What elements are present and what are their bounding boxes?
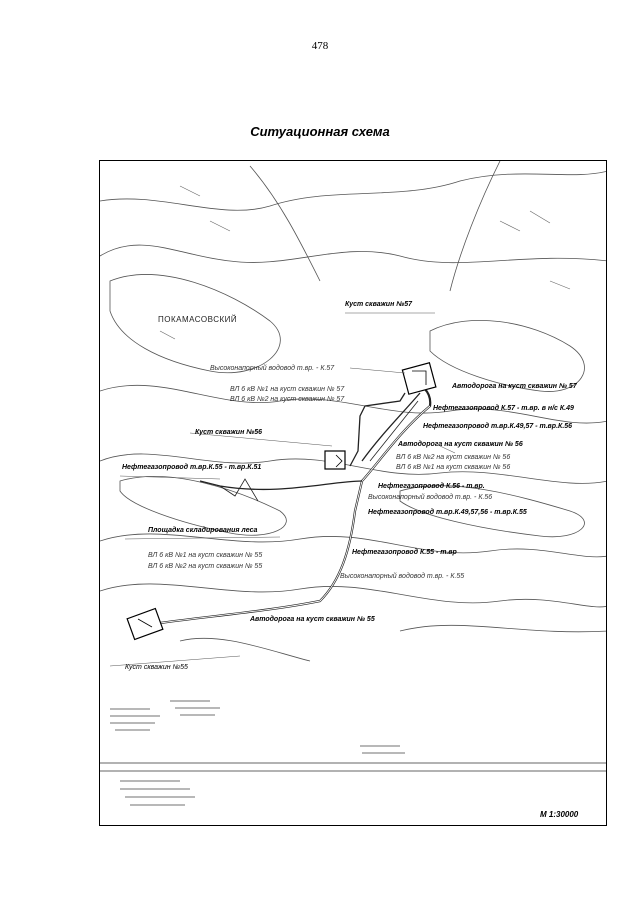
label-vodovod56: Высоконапорный водовод т.вр. - К.56 [368,494,493,501]
pad-details [137,370,427,628]
wetland-marks [159,185,571,454]
map-scale: М 1:30000 [540,810,579,819]
label-vl55-2: ВЛ 6 кВ №2 на куст скважин № 55 [148,563,263,570]
label-kust57: Куст скважин №57 [345,301,413,308]
label-vl57-1: ВЛ 6 кВ №1 на куст скважин № 57 [230,386,345,393]
label-vl56-2: ВЛ 6 кВ №2 на куст скважин № 56 [396,454,511,461]
label-avto56: Автодорога на куст скважин № 56 [398,441,523,448]
label-vl56-1: ВЛ 6 кВ №1 на куст скважин № 56 [396,464,511,471]
label-ploshadka: Площадка складирования леса [148,527,258,534]
label-neft56: Нефтегазопровод К.56 - т.вр. [378,483,485,490]
hatch-lake [110,700,405,806]
label-vodovod57: Высоконапорный водовод т.вр. - К.57 [210,365,335,372]
label-neft57: Нефтегазопровод К.57 - т.вр. в н/с К.49 [433,405,574,412]
label-neft4957: Нефтегазопровод т.вр.К.49,57 - т.вр.К.56 [423,423,573,430]
label-avto57: Автодорога на куст скважин № 57 [452,383,577,390]
label-neft55-51: Нефтегазопровод т.вр.К.55 - т.вр.К.51 [122,464,262,471]
map-drawing [100,161,606,806]
leader-lines [109,312,435,667]
map-title: Ситуационная схема [250,124,390,139]
map-grid [100,762,606,772]
pipelines [199,392,421,491]
label-vodovod55: Высоконапорный водовод т.вр. - К.55 [340,573,465,580]
place-name: ПОКАМАСОВСКИЙ [158,315,238,324]
situation-map: ПОКАМАСОВСКИЙ Куст скважин №57 Высоконап… [99,160,607,826]
label-neft495756: Нефтегазопровод т.вр.К.49,57,56 - т.вр.К… [368,509,527,516]
label-vl57-2: ВЛ 6 кВ №2 на куст скважин № 57 [230,396,345,403]
label-kust55: Куст скважин №55 [125,664,188,671]
label-kust56: Куст скважин №56 [195,429,263,436]
side-lines [219,400,419,502]
label-vl55-1: ВЛ 6 кВ №1 на куст скважин № 55 [148,552,263,559]
label-avto55: Автодорога на куст скважин № 55 [250,616,375,623]
road-center [159,405,431,624]
well-pads [126,362,437,641]
label-neft55: Нефтегазопровод К.55 - т.вр [352,549,457,556]
page-number: 478 [311,40,329,52]
river-contours [100,161,606,662]
